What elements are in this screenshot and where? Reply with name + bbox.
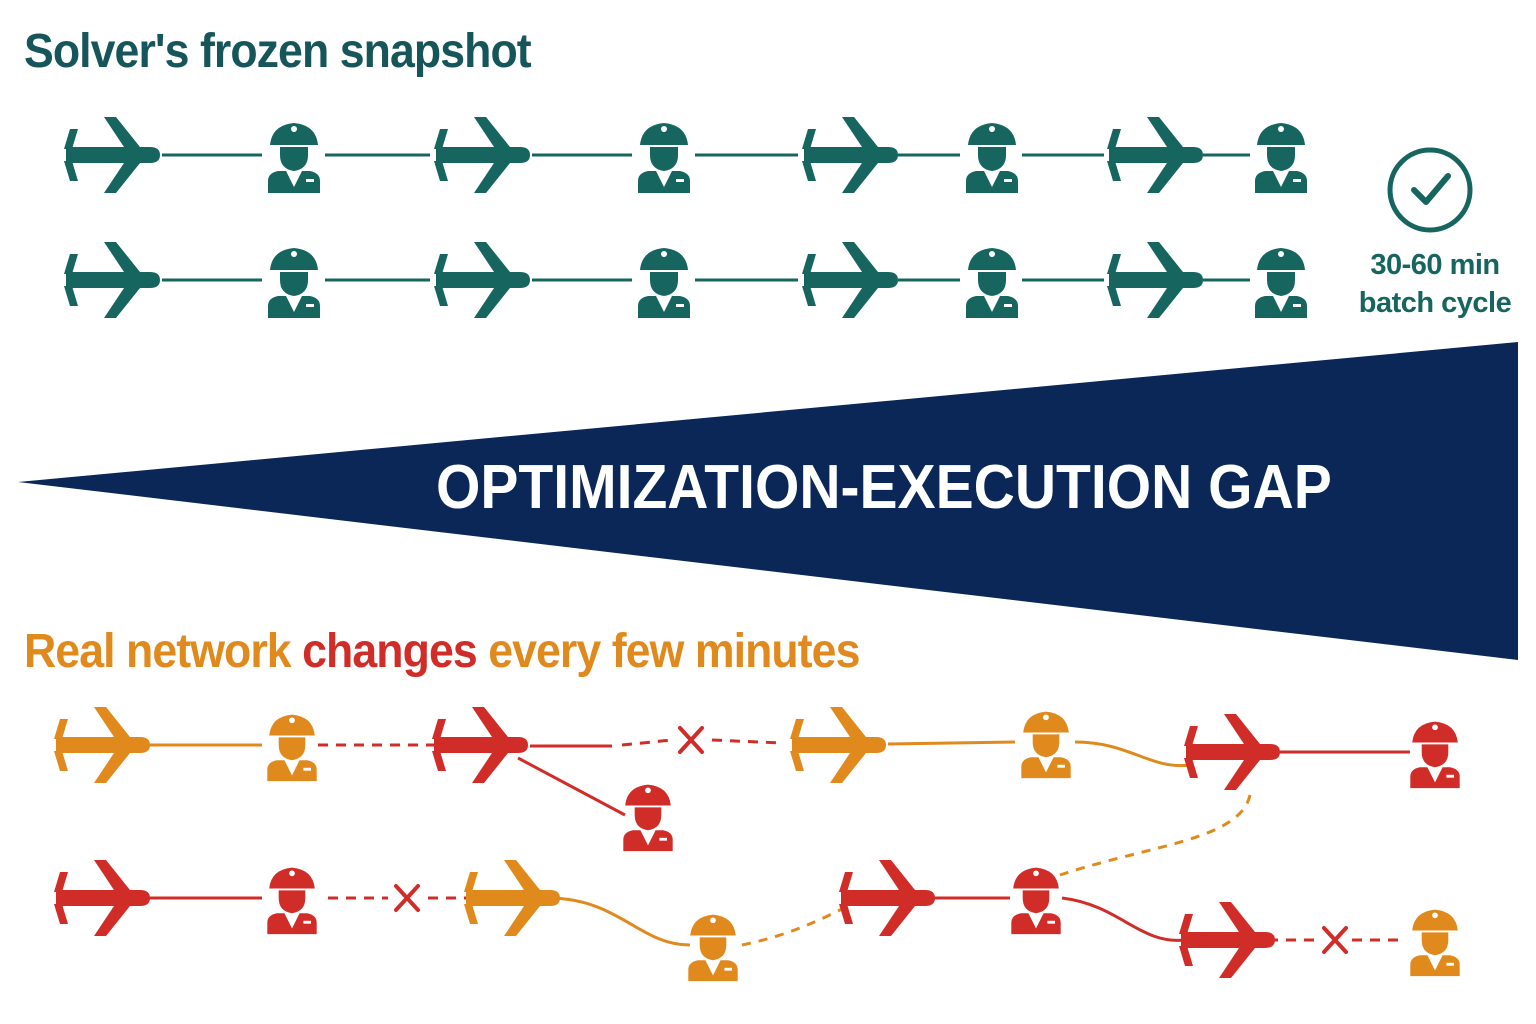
batch-cycle-label: 30-60 min batch cycle [1350, 246, 1520, 322]
pilot-icon [1410, 721, 1460, 789]
pilot-icon [267, 714, 317, 782]
batch-cycle-line1: 30-60 min [1370, 249, 1500, 281]
pilot-icon [1255, 123, 1307, 193]
gap-wedge [18, 342, 1518, 660]
check-circle-icon [1390, 150, 1470, 230]
plane-icon [54, 707, 150, 783]
network-title-highlight: changes [302, 625, 478, 678]
pilot-icon [268, 248, 320, 318]
pilot-icon [1011, 867, 1061, 935]
plane-icon [839, 860, 935, 936]
pilot-icon [268, 123, 320, 193]
plane-icon [54, 860, 150, 936]
pilot-icon [267, 867, 317, 935]
plane-icon [432, 707, 528, 783]
snapshot-row-1 [64, 117, 1307, 193]
network-title: Real network changes every few minutes [24, 624, 860, 679]
x-cross-icon [394, 884, 420, 912]
plane-icon [464, 860, 560, 936]
plane-icon [1179, 902, 1275, 978]
pilot-icon [966, 123, 1018, 193]
gap-label: OPTIMIZATION-EXECUTION GAP [436, 453, 1332, 522]
pilot-icon [1410, 909, 1460, 977]
network-title-part1: Real network [24, 625, 303, 678]
plane-icon [1184, 714, 1280, 790]
plane-icon [802, 117, 898, 193]
pilot-icon [1021, 711, 1071, 779]
x-cross-icon [1322, 926, 1348, 954]
pilot-icon [688, 914, 738, 982]
pilot-icon [638, 248, 690, 318]
plane-icon [790, 707, 886, 783]
x-cross-icon [678, 726, 704, 754]
plane-icon [434, 242, 530, 318]
plane-icon [802, 242, 898, 318]
plane-icon [1107, 242, 1203, 318]
pilot-icon [623, 784, 673, 852]
plane-icon [1107, 117, 1203, 193]
network-row-2 [54, 860, 1460, 982]
batch-cycle-line2: batch cycle [1358, 287, 1512, 319]
plane-icon [64, 242, 160, 318]
pilot-icon [966, 248, 1018, 318]
pilot-icon [1255, 248, 1307, 318]
snapshot-title: Solver's frozen snapshot [24, 25, 532, 78]
snapshot-row-2 [64, 242, 1307, 318]
network-row-1 [54, 707, 1460, 877]
network-title-part2: every few minutes [476, 625, 860, 678]
plane-icon [64, 117, 160, 193]
plane-icon [434, 117, 530, 193]
pilot-icon [638, 123, 690, 193]
